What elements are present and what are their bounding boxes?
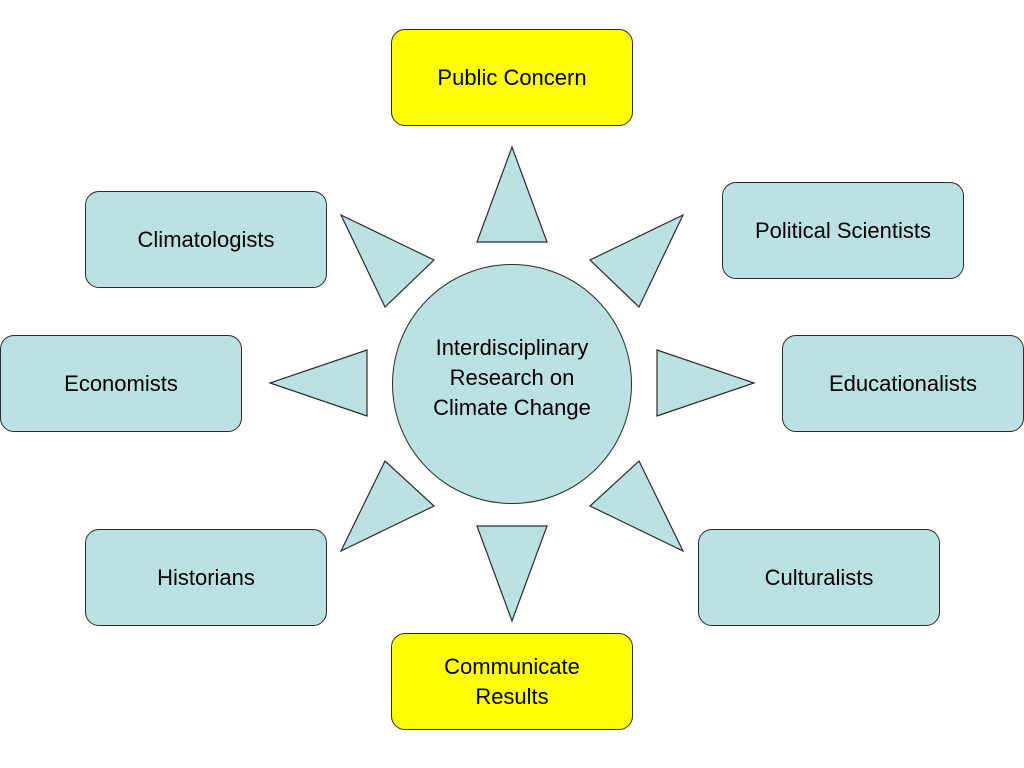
ray-up-left bbox=[339, 213, 436, 309]
ray-down-right bbox=[588, 460, 685, 553]
ray-up-right bbox=[588, 213, 685, 309]
ray-left bbox=[268, 349, 368, 417]
node-political-scientists: Political Scientists bbox=[722, 182, 964, 279]
node-climatologists: Climatologists bbox=[85, 191, 327, 288]
node-historians: Historians bbox=[85, 529, 327, 626]
ray-down bbox=[476, 525, 548, 623]
ray-down-left bbox=[339, 460, 436, 553]
center-topic-circle: Interdisciplinary Research on Climate Ch… bbox=[392, 264, 632, 504]
ray-right bbox=[656, 349, 756, 417]
node-public-concern: Public Concern bbox=[391, 29, 633, 126]
node-educationalists: Educationalists bbox=[782, 335, 1024, 432]
node-culturalists: Culturalists bbox=[698, 529, 940, 626]
ray-up bbox=[476, 145, 548, 243]
node-communicate-results: Communicate Results bbox=[391, 633, 633, 730]
node-economists: Economists bbox=[0, 335, 242, 432]
